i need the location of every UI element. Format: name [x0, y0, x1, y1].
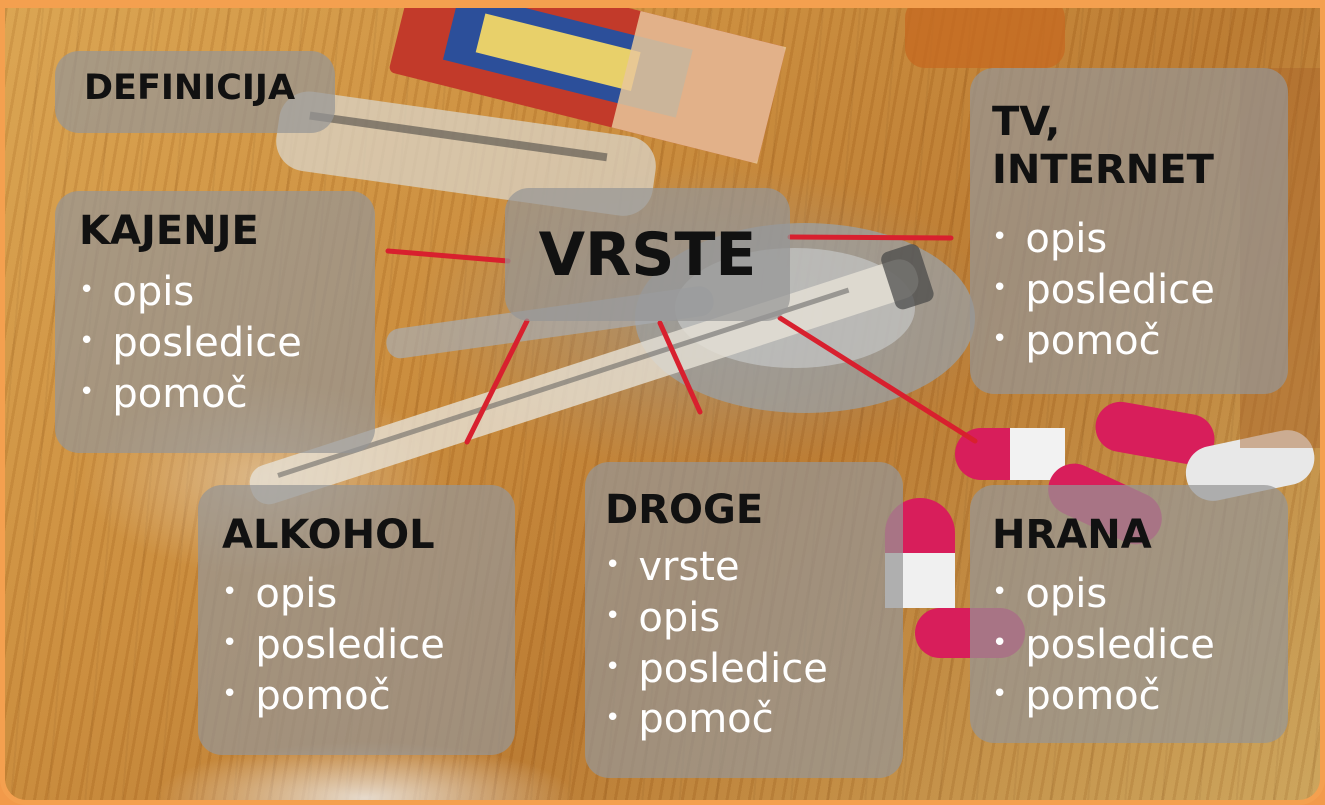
- tv-internet-title: TV, INTERNET: [992, 98, 1214, 194]
- list-item: opis: [79, 267, 302, 318]
- kajenje-box: KAJENJE opis posledice pomoč: [55, 191, 375, 453]
- hrana-list: opis posledice pomoč: [992, 569, 1215, 721]
- alkohol-box: ALKOHOL opis posledice pomoč: [198, 485, 515, 755]
- alkohol-list: opis posledice pomoč: [222, 569, 445, 721]
- list-item: opis: [605, 593, 828, 644]
- droge-list: vrste opis posledice pomoč: [605, 542, 828, 745]
- list-item: opis: [992, 214, 1215, 265]
- list-item: pomoč: [222, 671, 445, 722]
- list-item: posledice: [992, 620, 1215, 671]
- list-item: opis: [992, 569, 1215, 620]
- list-item: pomoč: [605, 694, 828, 745]
- list-item: posledice: [605, 644, 828, 695]
- list-item: posledice: [992, 265, 1215, 316]
- definition-box: DEFINICIJA: [55, 51, 335, 133]
- tv-internet-box: TV, INTERNET opis posledice pomoč: [970, 68, 1288, 394]
- hrana-title: HRANA: [992, 513, 1152, 558]
- hrana-box: HRANA opis posledice pomoč: [970, 485, 1288, 743]
- connector-hrana: [780, 318, 975, 441]
- list-item: pomoč: [992, 671, 1215, 722]
- alkohol-title: ALKOHOL: [222, 513, 435, 558]
- kajenje-list: opis posledice pomoč: [79, 267, 302, 419]
- droge-box: DROGE vrste opis posledice pomoč: [585, 462, 903, 778]
- definition-label: DEFINICIJA: [84, 69, 295, 108]
- connector-kajenje: [388, 251, 508, 261]
- tv-internet-list: opis posledice pomoč: [992, 214, 1215, 366]
- connector-tv-internet: [790, 237, 951, 238]
- list-item: posledice: [79, 318, 302, 369]
- list-item: pomoč: [79, 369, 302, 420]
- center-box: VRSTE: [505, 188, 790, 321]
- center-label: VRSTE: [505, 222, 790, 289]
- list-item: pomoč: [992, 316, 1215, 367]
- droge-title: DROGE: [605, 488, 763, 533]
- connector-alkohol: [467, 321, 527, 442]
- list-item: opis: [222, 569, 445, 620]
- list-item: posledice: [222, 620, 445, 671]
- list-item: vrste: [605, 542, 828, 593]
- connector-droge: [660, 323, 700, 412]
- kajenje-title: KAJENJE: [79, 209, 259, 254]
